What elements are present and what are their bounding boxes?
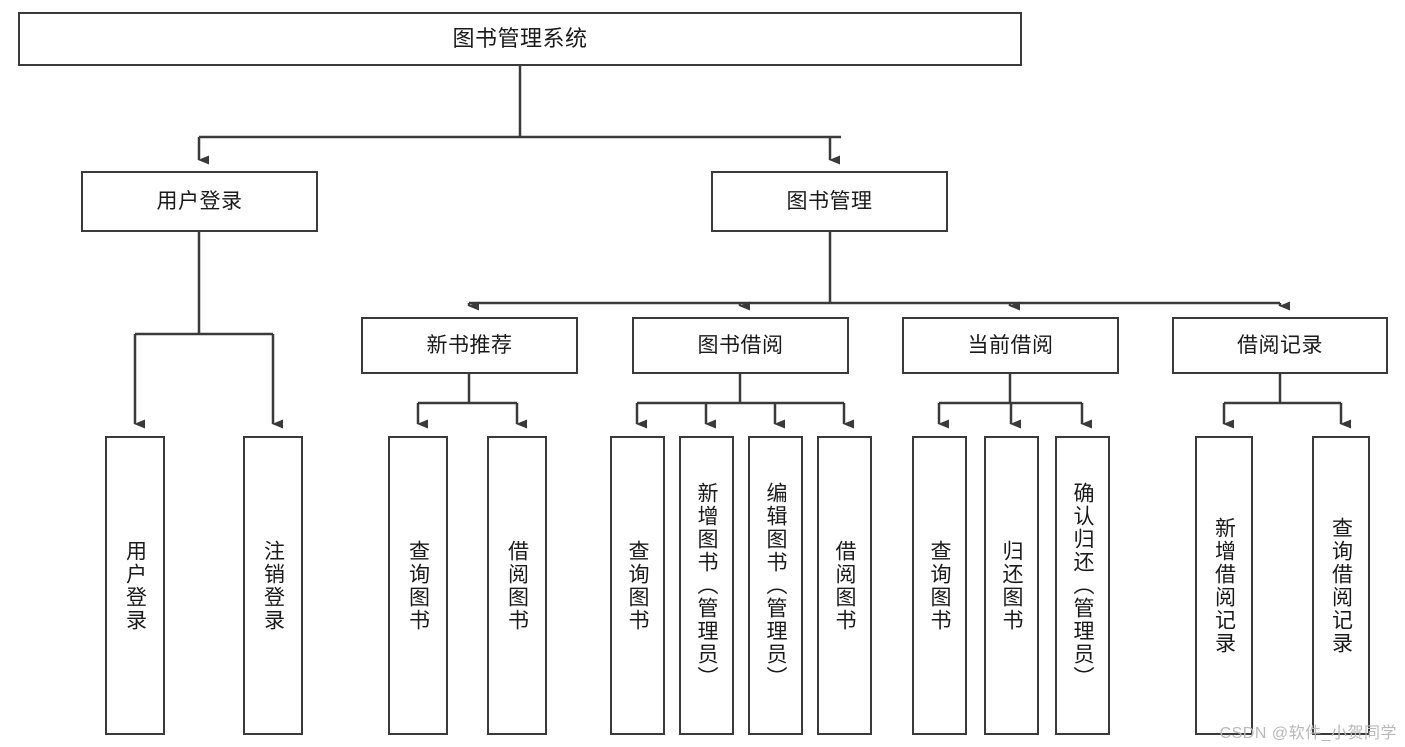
node-leaf-user-login-label: 用户登录 <box>123 539 147 632</box>
node-leaf-edit-book-admin-label: 编辑图书（管理员） <box>764 482 787 689</box>
node-leaf-return-book-label: 归还图书 <box>1000 539 1023 632</box>
node-leaf-add-book-admin-label: 新增图书（管理员） <box>695 482 718 689</box>
node-leaf-query-book-current[interactable]: 查询图书 <box>912 436 967 735</box>
node-leaf-borrow-book[interactable]: 借阅图书 <box>817 436 872 735</box>
node-leaf-confirm-return-admin[interactable]: 确认归还（管理员） <box>1055 436 1110 735</box>
node-leaf-query-book-recommend[interactable]: 查询图书 <box>388 436 448 735</box>
node-book-borrow-label: 图书借阅 <box>697 333 784 357</box>
node-leaf-query-borrow-record[interactable]: 查询借阅记录 <box>1312 436 1370 735</box>
node-leaf-add-borrow-record-label: 新增借阅记录 <box>1212 516 1236 655</box>
node-leaf-query-book-borrow[interactable]: 查询图书 <box>610 436 665 735</box>
node-borrow-record-label: 借阅记录 <box>1237 333 1323 357</box>
node-new-book-recommend[interactable]: 新书推荐 <box>361 317 578 374</box>
csdn-watermark: CSDN @软件_小贺同学 <box>1219 725 1397 742</box>
node-current-borrow-label: 当前借阅 <box>967 333 1054 357</box>
node-leaf-borrow-book-label: 借阅图书 <box>833 539 856 632</box>
node-borrow-record[interactable]: 借阅记录 <box>1172 317 1388 374</box>
node-root[interactable]: 图书管理系统 <box>18 12 1022 66</box>
node-new-book-recommend-label: 新书推荐 <box>426 333 513 357</box>
node-user-login[interactable]: 用户登录 <box>81 171 318 232</box>
node-leaf-borrow-book-recommend-label: 借阅图书 <box>505 539 529 632</box>
node-leaf-add-borrow-record[interactable]: 新增借阅记录 <box>1195 436 1253 735</box>
node-leaf-query-book-borrow-label: 查询图书 <box>626 539 649 632</box>
node-leaf-borrow-book-recommend[interactable]: 借阅图书 <box>487 436 547 735</box>
node-leaf-query-book-current-label: 查询图书 <box>928 539 951 632</box>
node-book-manage-label: 图书管理 <box>786 189 873 213</box>
node-book-borrow[interactable]: 图书借阅 <box>632 317 849 374</box>
node-leaf-logout-label: 注销登录 <box>261 539 285 632</box>
node-leaf-edit-book-admin[interactable]: 编辑图书（管理员） <box>748 436 803 735</box>
node-user-login-label: 用户登录 <box>156 189 243 213</box>
node-root-label: 图书管理系统 <box>452 25 588 51</box>
node-book-manage[interactable]: 图书管理 <box>711 171 948 232</box>
node-leaf-confirm-return-admin-label: 确认归还（管理员） <box>1071 482 1094 689</box>
node-leaf-user-login[interactable]: 用户登录 <box>105 436 165 735</box>
node-leaf-query-borrow-record-label: 查询借阅记录 <box>1329 516 1353 655</box>
node-leaf-return-book[interactable]: 归还图书 <box>984 436 1039 735</box>
node-leaf-logout[interactable]: 注销登录 <box>243 436 303 735</box>
node-leaf-query-book-recommend-label: 查询图书 <box>406 539 430 632</box>
node-leaf-add-book-admin[interactable]: 新增图书（管理员） <box>679 436 734 735</box>
node-current-borrow[interactable]: 当前借阅 <box>902 317 1119 374</box>
